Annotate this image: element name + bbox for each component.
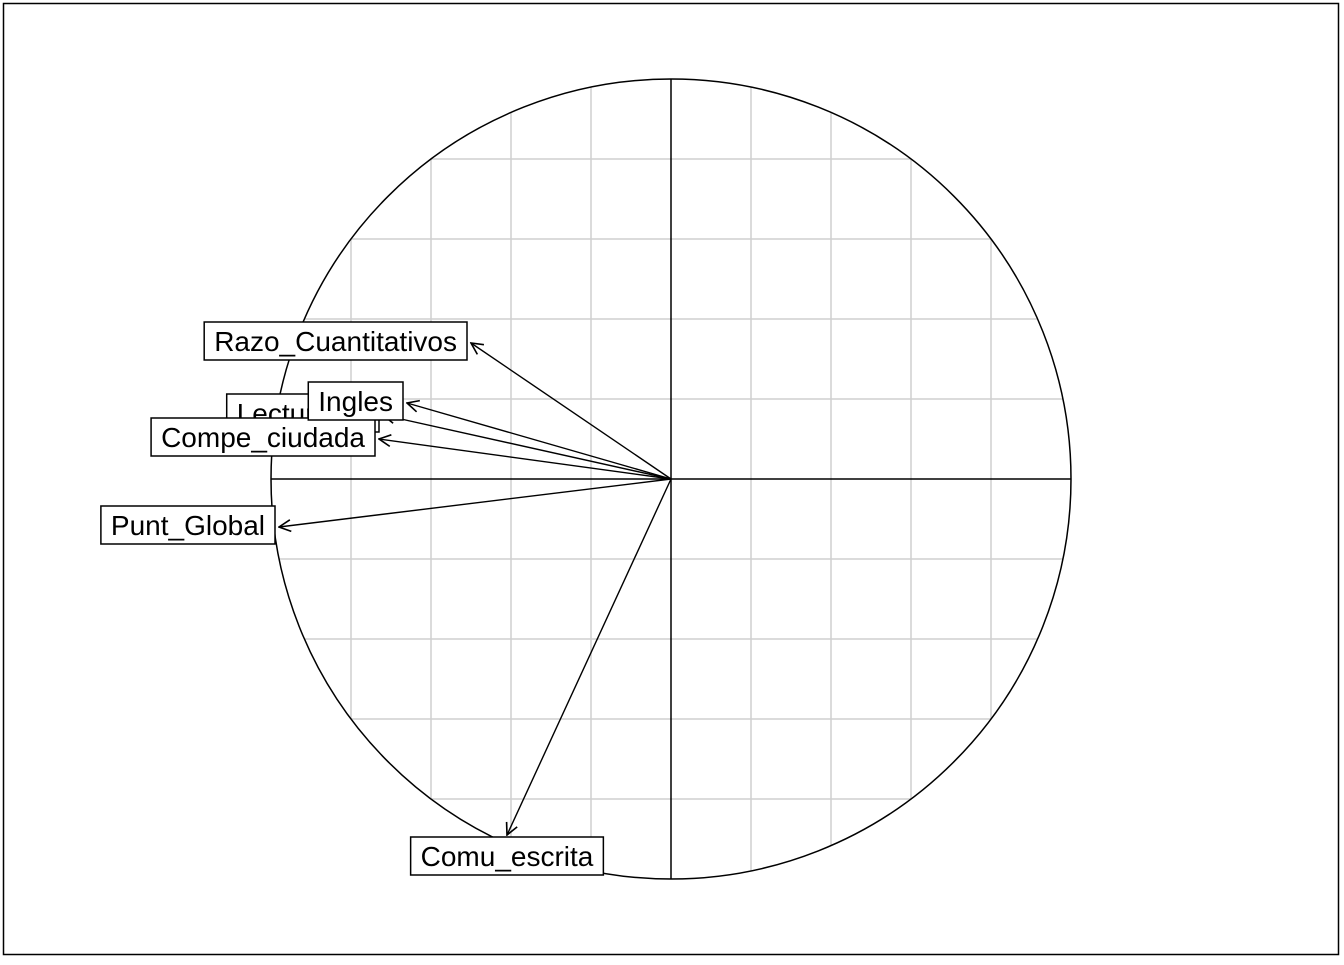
label-text: Comu_escrita [421, 841, 594, 872]
label-box [203, 321, 468, 361]
label-box [100, 505, 276, 545]
label-razo-cuantitativos: Razo_Cuantitativos [203, 321, 468, 361]
label-box [150, 417, 376, 457]
label-text: Ingles [318, 386, 393, 417]
label-box [307, 381, 404, 421]
label-compe-ciudada: Compe_ciudada [150, 417, 376, 457]
arrow-layer [279, 343, 672, 835]
label-text: Punt_Global [111, 510, 265, 541]
label-ingles: Ingles [307, 381, 404, 421]
label-comu-escrita: Comu_escrita [409, 836, 605, 876]
label-text: Razo_Cuantitativos [214, 326, 457, 357]
unit-circle [270, 78, 1072, 880]
arrow-lectura-cr [383, 415, 672, 480]
arrow-compe-ciudada [379, 439, 672, 480]
circle-layer [270, 78, 1072, 880]
arrow-comu-escrita [507, 478, 672, 835]
label-punt-global: Punt_Global [100, 505, 276, 545]
arrow-punt-global [279, 478, 672, 527]
arrow-ingles [407, 403, 672, 480]
label-text: Compe_ciudada [161, 422, 365, 453]
label-layer: Lectura_crCompe_ciudadaPunt_GlobalComu_e… [100, 321, 605, 876]
arrow-razo-cuantitativos [471, 343, 672, 480]
label-box [409, 836, 605, 876]
